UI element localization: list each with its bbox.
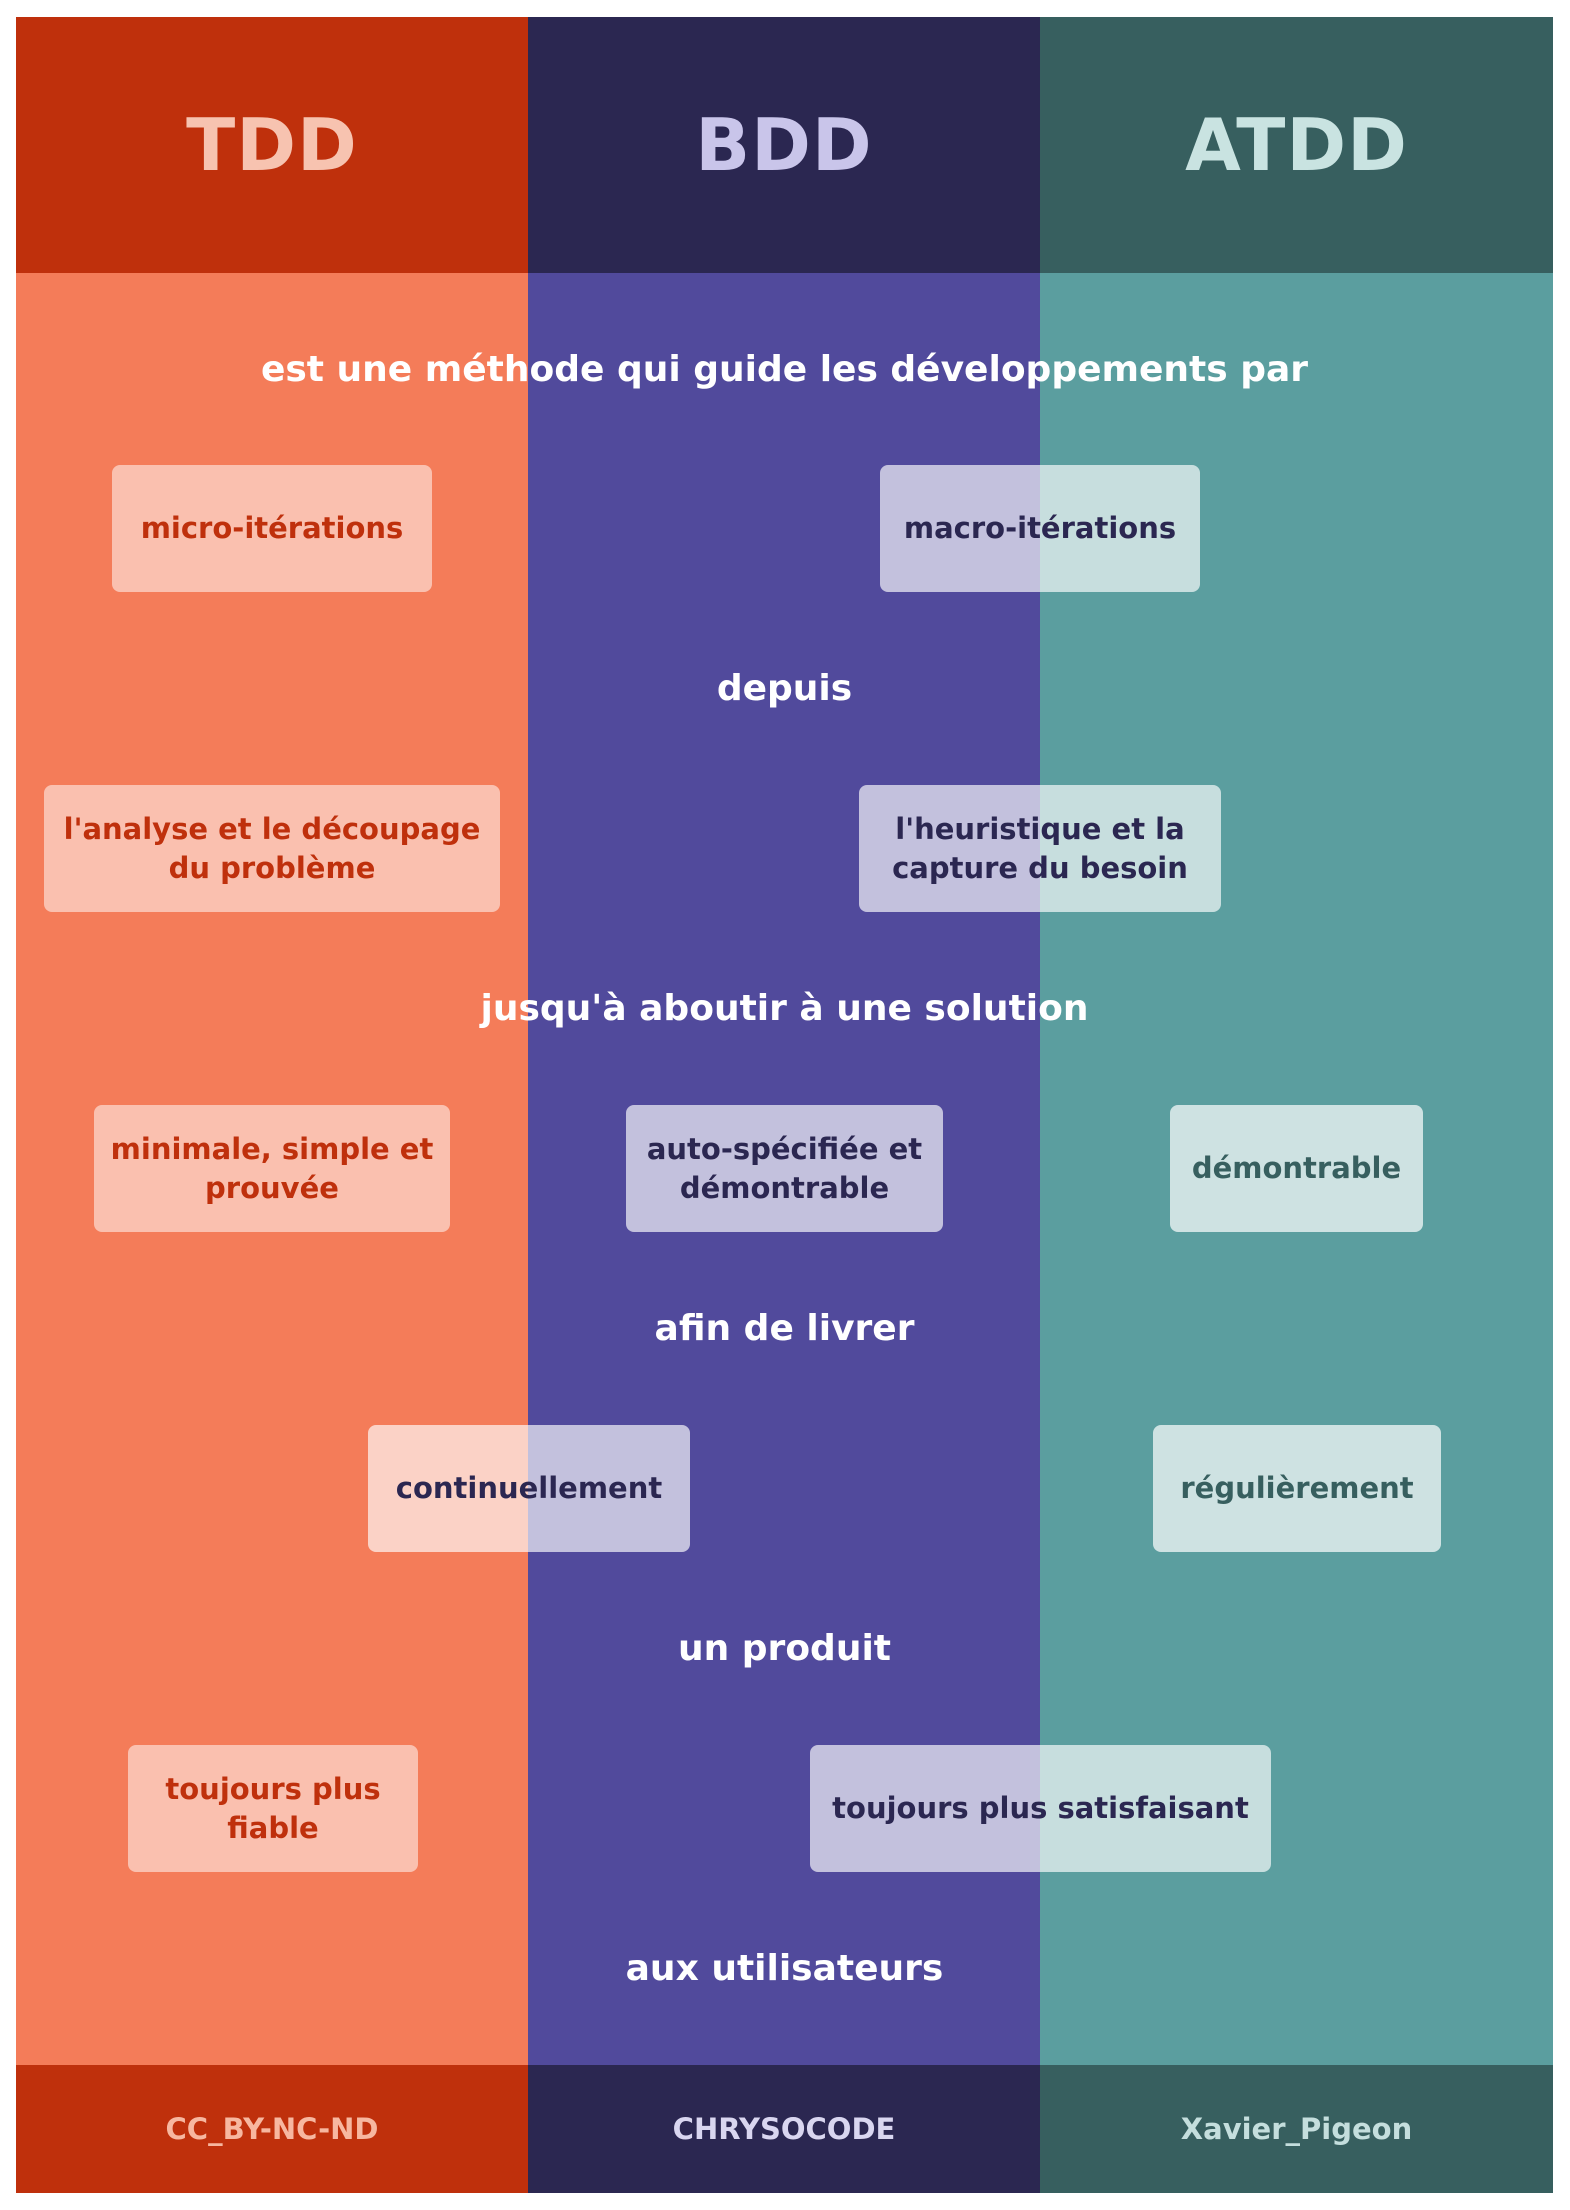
box-fiable-line-2: fiable — [227, 1810, 319, 1845]
phrase-depuis: depuis — [716, 668, 853, 709]
phrase-method: est une méthode qui guide les développem… — [260, 349, 1309, 390]
box-satisfaisant: toujours plus satisfaisant — [810, 1745, 1271, 1872]
atdd-header: ATDD — [1040, 17, 1553, 273]
footer-author: Xavier_Pigeon — [1040, 2065, 1553, 2193]
box-continuellement: continuellement — [368, 1425, 690, 1552]
box-fiable: toujours plus fiable — [128, 1745, 418, 1872]
box-macro-iterations-label: macro-itérations — [903, 511, 1177, 545]
tdd-header: TDD — [16, 17, 528, 273]
box-analyse: l'analyse et le découpage du problème — [44, 785, 500, 912]
box-minimale-line-2: prouvée — [205, 1170, 339, 1205]
box-heuristique-line-1: l'heuristique et la — [895, 811, 1185, 846]
phrase-solution: jusqu'à aboutir à une solution — [480, 988, 1089, 1029]
box-satisfaisant-label: toujours plus satisfaisant — [832, 1791, 1249, 1825]
box-auto-specifiee-line-2: démontrable — [679, 1170, 890, 1205]
box-minimale: minimale, simple et prouvée — [94, 1105, 450, 1232]
phrase-utilisateurs: aux utilisateurs — [625, 1948, 944, 1989]
methods-diagram: TDD BDD ATDD est une méthode qui guide l… — [16, 17, 1553, 2193]
box-micro-iterations-label: micro-itérations — [140, 511, 404, 545]
box-minimale-line-1: minimale, simple et — [110, 1131, 434, 1166]
phrase-livrer: afin de livrer — [654, 1308, 915, 1349]
box-demontrable-label: démontrable — [1191, 1151, 1402, 1185]
box-heuristique-line-2: capture du besoin — [892, 850, 1188, 885]
box-macro-iterations: macro-itérations — [880, 465, 1200, 592]
phrase-produit: un produit — [678, 1628, 891, 1669]
box-fiable-line-1: toujours plus — [165, 1771, 381, 1806]
box-auto-specifiee: auto-spécifiée et démontrable — [626, 1105, 943, 1232]
box-continuellement-label: continuellement — [395, 1471, 663, 1505]
box-micro-iterations: micro-itérations — [112, 465, 432, 592]
box-regulierement-label: régulièrement — [1180, 1471, 1414, 1505]
box-regulierement: régulièrement — [1153, 1425, 1441, 1552]
footer-license: CC_BY-NC-ND — [16, 2065, 528, 2193]
bdd-header: BDD — [528, 17, 1040, 273]
box-heuristique: l'heuristique et la capture du besoin — [859, 785, 1221, 912]
box-analyse-line-2: du problème — [168, 850, 376, 885]
box-analyse-line-1: l'analyse et le découpage — [63, 811, 481, 846]
footer-brand: CHRYSOCODE — [528, 2065, 1040, 2193]
box-demontrable: démontrable — [1170, 1105, 1423, 1232]
box-auto-specifiee-line-1: auto-spécifiée et — [646, 1131, 923, 1166]
